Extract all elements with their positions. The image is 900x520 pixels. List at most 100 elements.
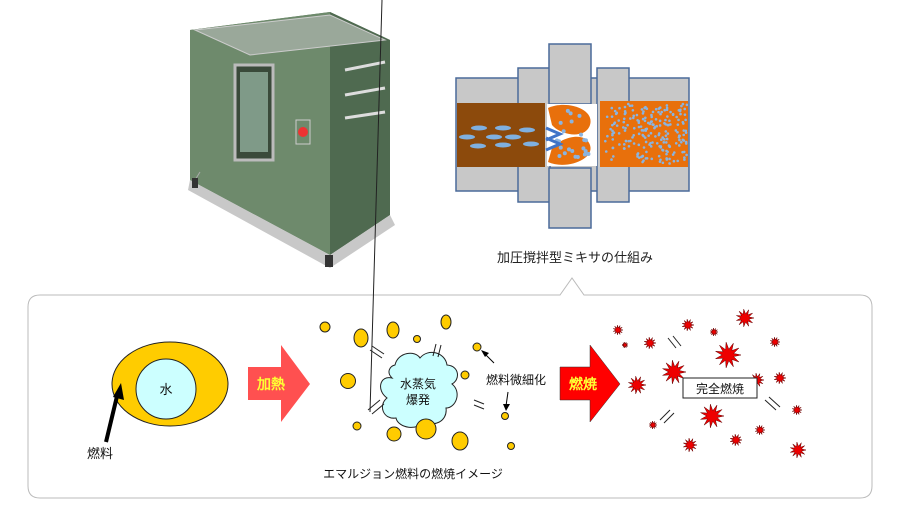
droplet-dot bbox=[561, 129, 566, 134]
droplet-dot bbox=[622, 126, 625, 129]
droplet-dot bbox=[669, 110, 672, 114]
droplet-dot bbox=[664, 118, 667, 122]
burn-arrow bbox=[559, 344, 621, 423]
steam-label-line1: 水蒸気 bbox=[400, 376, 436, 391]
droplet-dot bbox=[648, 143, 651, 146]
droplet-dot bbox=[637, 121, 641, 125]
droplet-dot bbox=[611, 146, 615, 150]
droplet-dot bbox=[562, 151, 567, 156]
droplet-dot bbox=[685, 103, 689, 107]
droplet-dot bbox=[675, 115, 678, 119]
flame-burst bbox=[613, 325, 624, 335]
droplet-dot bbox=[666, 115, 669, 118]
atomize-label: 燃料微細化 bbox=[486, 372, 546, 387]
droplet-dot bbox=[615, 111, 619, 115]
fuel-label: 燃料 bbox=[87, 446, 113, 462]
droplet-dot bbox=[635, 113, 639, 117]
droplet-dot bbox=[659, 112, 662, 116]
fuel-fragments bbox=[319, 314, 515, 451]
burn-label: 燃焼 bbox=[569, 376, 597, 393]
droplet-dot bbox=[604, 150, 608, 153]
droplet-dot bbox=[673, 151, 676, 154]
droplet-dot bbox=[631, 116, 635, 120]
droplet-dot bbox=[651, 123, 654, 126]
droplet-dot bbox=[683, 156, 686, 159]
droplet-dot bbox=[581, 146, 586, 151]
droplet-dot bbox=[618, 106, 621, 110]
droplet-dot bbox=[613, 121, 617, 124]
droplet-dot bbox=[658, 106, 662, 109]
droplet-dot bbox=[684, 131, 688, 134]
mixer-machine-image bbox=[188, 12, 395, 268]
droplet-dot bbox=[570, 148, 575, 153]
droplet-dot bbox=[677, 118, 680, 122]
droplet-dot bbox=[684, 142, 688, 145]
droplet-dot bbox=[609, 127, 612, 131]
droplet-dot bbox=[610, 115, 614, 118]
droplet-dot bbox=[583, 138, 588, 143]
droplet-dot bbox=[661, 161, 665, 165]
droplet-dot bbox=[666, 132, 670, 135]
droplet-dot bbox=[681, 102, 685, 106]
droplet-dot bbox=[681, 138, 685, 142]
droplet-dot bbox=[681, 120, 685, 124]
flame-burst bbox=[710, 327, 719, 337]
flame-burst bbox=[736, 309, 755, 327]
droplet-dot bbox=[569, 119, 574, 124]
droplet-dot bbox=[676, 159, 680, 163]
droplet-dot bbox=[665, 152, 668, 156]
droplet-dot bbox=[637, 132, 641, 136]
droplet-dot bbox=[617, 132, 621, 135]
steam-cloud bbox=[380, 351, 458, 428]
droplet-dot bbox=[583, 149, 588, 154]
droplet-dot bbox=[612, 155, 615, 158]
droplet-dot bbox=[611, 132, 614, 135]
droplet-dot bbox=[661, 149, 665, 152]
flame-burst bbox=[792, 405, 803, 415]
droplet-dot bbox=[644, 116, 647, 120]
droplet-dot bbox=[624, 111, 627, 115]
mixer-mechanism-diagram: 加圧撹拌型ミキサの仕組み bbox=[455, 43, 690, 266]
droplet-dot bbox=[665, 137, 669, 141]
droplet-dot bbox=[683, 107, 687, 111]
droplet-dot bbox=[679, 140, 683, 144]
droplet-dot bbox=[624, 139, 628, 143]
flame-burst bbox=[662, 360, 687, 384]
atomize-arrow-down bbox=[505, 391, 509, 407]
droplet-dot bbox=[662, 141, 666, 144]
droplet-dot bbox=[642, 159, 645, 162]
droplet-dot bbox=[658, 124, 662, 127]
droplet-dot bbox=[639, 125, 643, 128]
droplet-dot bbox=[685, 153, 688, 157]
droplet-dot bbox=[606, 134, 609, 138]
motion-lines bbox=[367, 0, 485, 415]
droplet-dot bbox=[683, 158, 686, 161]
droplet-dot bbox=[672, 159, 676, 163]
flame-burst bbox=[700, 404, 725, 428]
droplet-dot bbox=[645, 107, 649, 111]
droplet-dot bbox=[661, 136, 665, 139]
droplet-dot bbox=[671, 153, 675, 156]
droplet-dot bbox=[674, 129, 678, 132]
droplet-dot bbox=[665, 157, 668, 160]
droplet-dot bbox=[684, 118, 687, 122]
flame-burst bbox=[621, 341, 629, 349]
droplet-dot bbox=[649, 131, 653, 135]
droplet-dot bbox=[622, 143, 626, 146]
droplet-dot bbox=[632, 142, 636, 145]
complete-combustion-label: 完全燃焼 bbox=[696, 381, 744, 396]
droplet-dot bbox=[651, 110, 655, 114]
droplet-dot bbox=[577, 113, 582, 118]
droplet-dot bbox=[650, 157, 654, 161]
droplet-dot bbox=[646, 121, 650, 125]
droplet-dot bbox=[582, 152, 587, 157]
flame-burst bbox=[774, 372, 787, 384]
droplet-dot bbox=[622, 117, 626, 121]
droplet-dot bbox=[627, 139, 631, 143]
droplet-dot bbox=[654, 135, 657, 138]
mixer-caption: 加圧撹拌型ミキサの仕組み bbox=[497, 251, 653, 266]
droplet-dot bbox=[643, 106, 646, 110]
flame-burst bbox=[755, 425, 766, 435]
droplet-dot bbox=[641, 112, 645, 115]
droplet-dot bbox=[665, 108, 669, 112]
